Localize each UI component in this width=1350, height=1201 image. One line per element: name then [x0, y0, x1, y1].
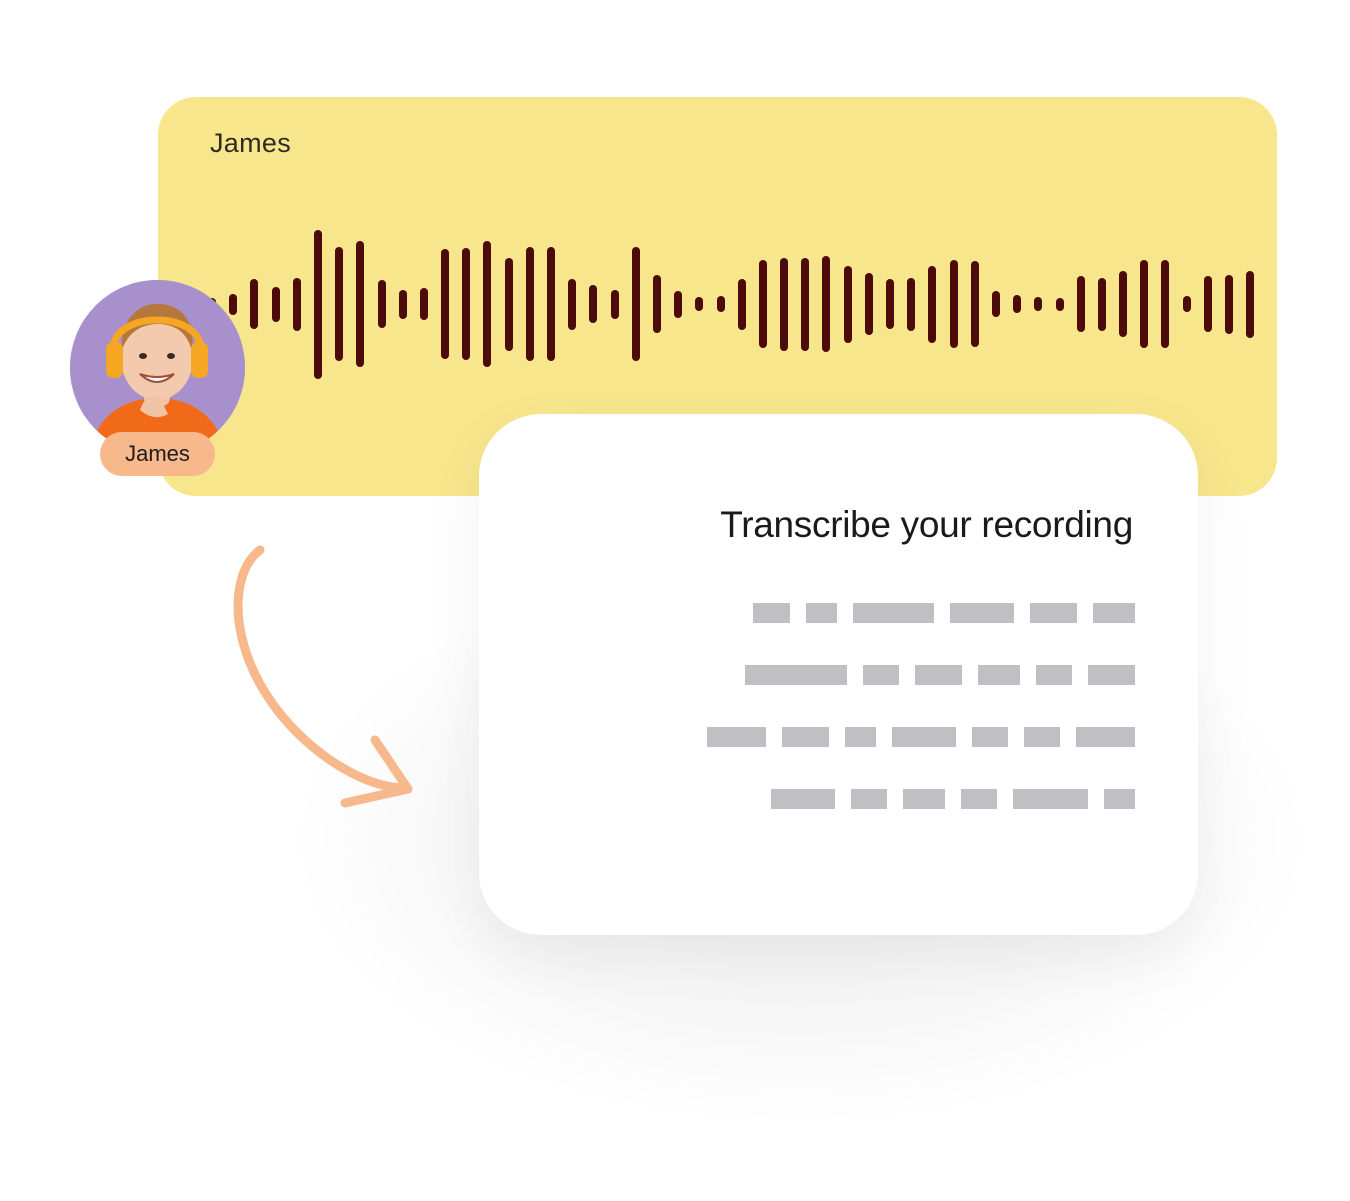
waveform-bar	[589, 285, 598, 323]
waveform-bar	[1182, 296, 1191, 312]
waveform-bar	[1097, 277, 1106, 331]
placeholder-word	[771, 789, 835, 809]
waveform-bar	[1225, 274, 1233, 334]
placeholder-word	[845, 727, 876, 747]
waveform-bar	[250, 279, 259, 329]
placeholder-word	[892, 727, 956, 747]
waveform-bar	[377, 280, 386, 328]
waveform-bar	[568, 278, 577, 330]
placeholder-word	[903, 789, 945, 809]
placeholder-word	[753, 603, 790, 623]
placeholder-word	[1076, 727, 1135, 747]
waveform-bar	[419, 288, 428, 320]
waveform-bar	[801, 257, 810, 351]
placeholder-word	[1088, 665, 1135, 685]
transcript-title: Transcribe your recording	[720, 504, 1133, 545]
waveform-bar	[1246, 270, 1255, 338]
waveform-bar	[716, 296, 725, 312]
placeholder-word	[961, 789, 997, 809]
waveform-bar	[780, 257, 789, 351]
waveform-bar	[483, 241, 492, 367]
waveform-bar	[907, 277, 916, 331]
transcript-line	[691, 727, 1135, 747]
placeholder-word	[1104, 789, 1135, 809]
transcript-card: Transcribe your recording	[479, 414, 1198, 935]
waveform-bar	[1013, 295, 1022, 313]
waveform-bar	[441, 249, 450, 359]
placeholder-word	[972, 727, 1008, 747]
waveform-bar	[398, 289, 407, 319]
placeholder-word	[950, 603, 1014, 623]
waveform-bar	[737, 278, 746, 330]
audio-waveform[interactable]	[208, 219, 1255, 389]
placeholder-word	[853, 603, 934, 623]
waveform-bar	[1055, 297, 1064, 311]
waveform-bar	[313, 229, 322, 379]
placeholder-word	[782, 727, 829, 747]
waveform-bar	[758, 260, 767, 348]
waveform-bar	[886, 279, 894, 329]
waveform-bar	[356, 241, 365, 367]
waveform-bar	[843, 265, 852, 343]
speaker-avatar	[70, 280, 245, 455]
placeholder-word	[915, 665, 962, 685]
waveform-bar	[1140, 260, 1149, 348]
waveform-bar	[822, 256, 831, 352]
placeholder-word	[1036, 665, 1072, 685]
waveform-bar	[1203, 276, 1212, 332]
waveform-bar	[271, 286, 280, 322]
waveform-bar	[547, 247, 555, 361]
placeholder-word	[851, 789, 887, 809]
avatar-name-pill: James	[100, 432, 215, 476]
waveform-bar	[1076, 276, 1085, 332]
waveform-bar	[1119, 271, 1128, 337]
waveform-bar	[970, 261, 979, 347]
speaker-name: James	[210, 128, 292, 158]
placeholder-word	[863, 665, 899, 685]
waveform-bar	[652, 275, 661, 333]
placeholder-word	[1024, 727, 1060, 747]
waveform-bar	[991, 291, 1000, 317]
waveform-bar	[631, 247, 640, 361]
waveform-bar	[928, 265, 937, 343]
waveform-bar	[864, 273, 873, 335]
placeholder-word	[1093, 603, 1135, 623]
waveform-bar	[1034, 297, 1043, 311]
waveform-bar	[229, 293, 238, 315]
waveform-bar	[462, 248, 471, 360]
waveform-bar	[292, 277, 301, 331]
waveform-bar	[610, 289, 619, 319]
waveform-bar	[525, 247, 534, 361]
waveform-bar	[949, 260, 958, 348]
waveform-bar	[335, 247, 344, 361]
waveform-bar	[1161, 260, 1170, 348]
recording-card: James	[158, 97, 1277, 496]
placeholder-word	[1013, 789, 1088, 809]
placeholder-word	[978, 665, 1020, 685]
waveform-bar	[695, 297, 704, 311]
placeholder-word	[745, 665, 847, 685]
waveform-bar	[674, 290, 683, 318]
placeholder-word	[707, 727, 766, 747]
transcript-line	[729, 665, 1135, 685]
placeholder-word	[806, 603, 837, 623]
placeholder-word	[1030, 603, 1077, 623]
transcript-line	[737, 603, 1135, 623]
waveform-bar	[504, 257, 513, 351]
person-with-headphones-avatar	[70, 280, 245, 455]
transcript-line	[755, 789, 1135, 809]
curved-arrow-icon	[233, 545, 413, 808]
